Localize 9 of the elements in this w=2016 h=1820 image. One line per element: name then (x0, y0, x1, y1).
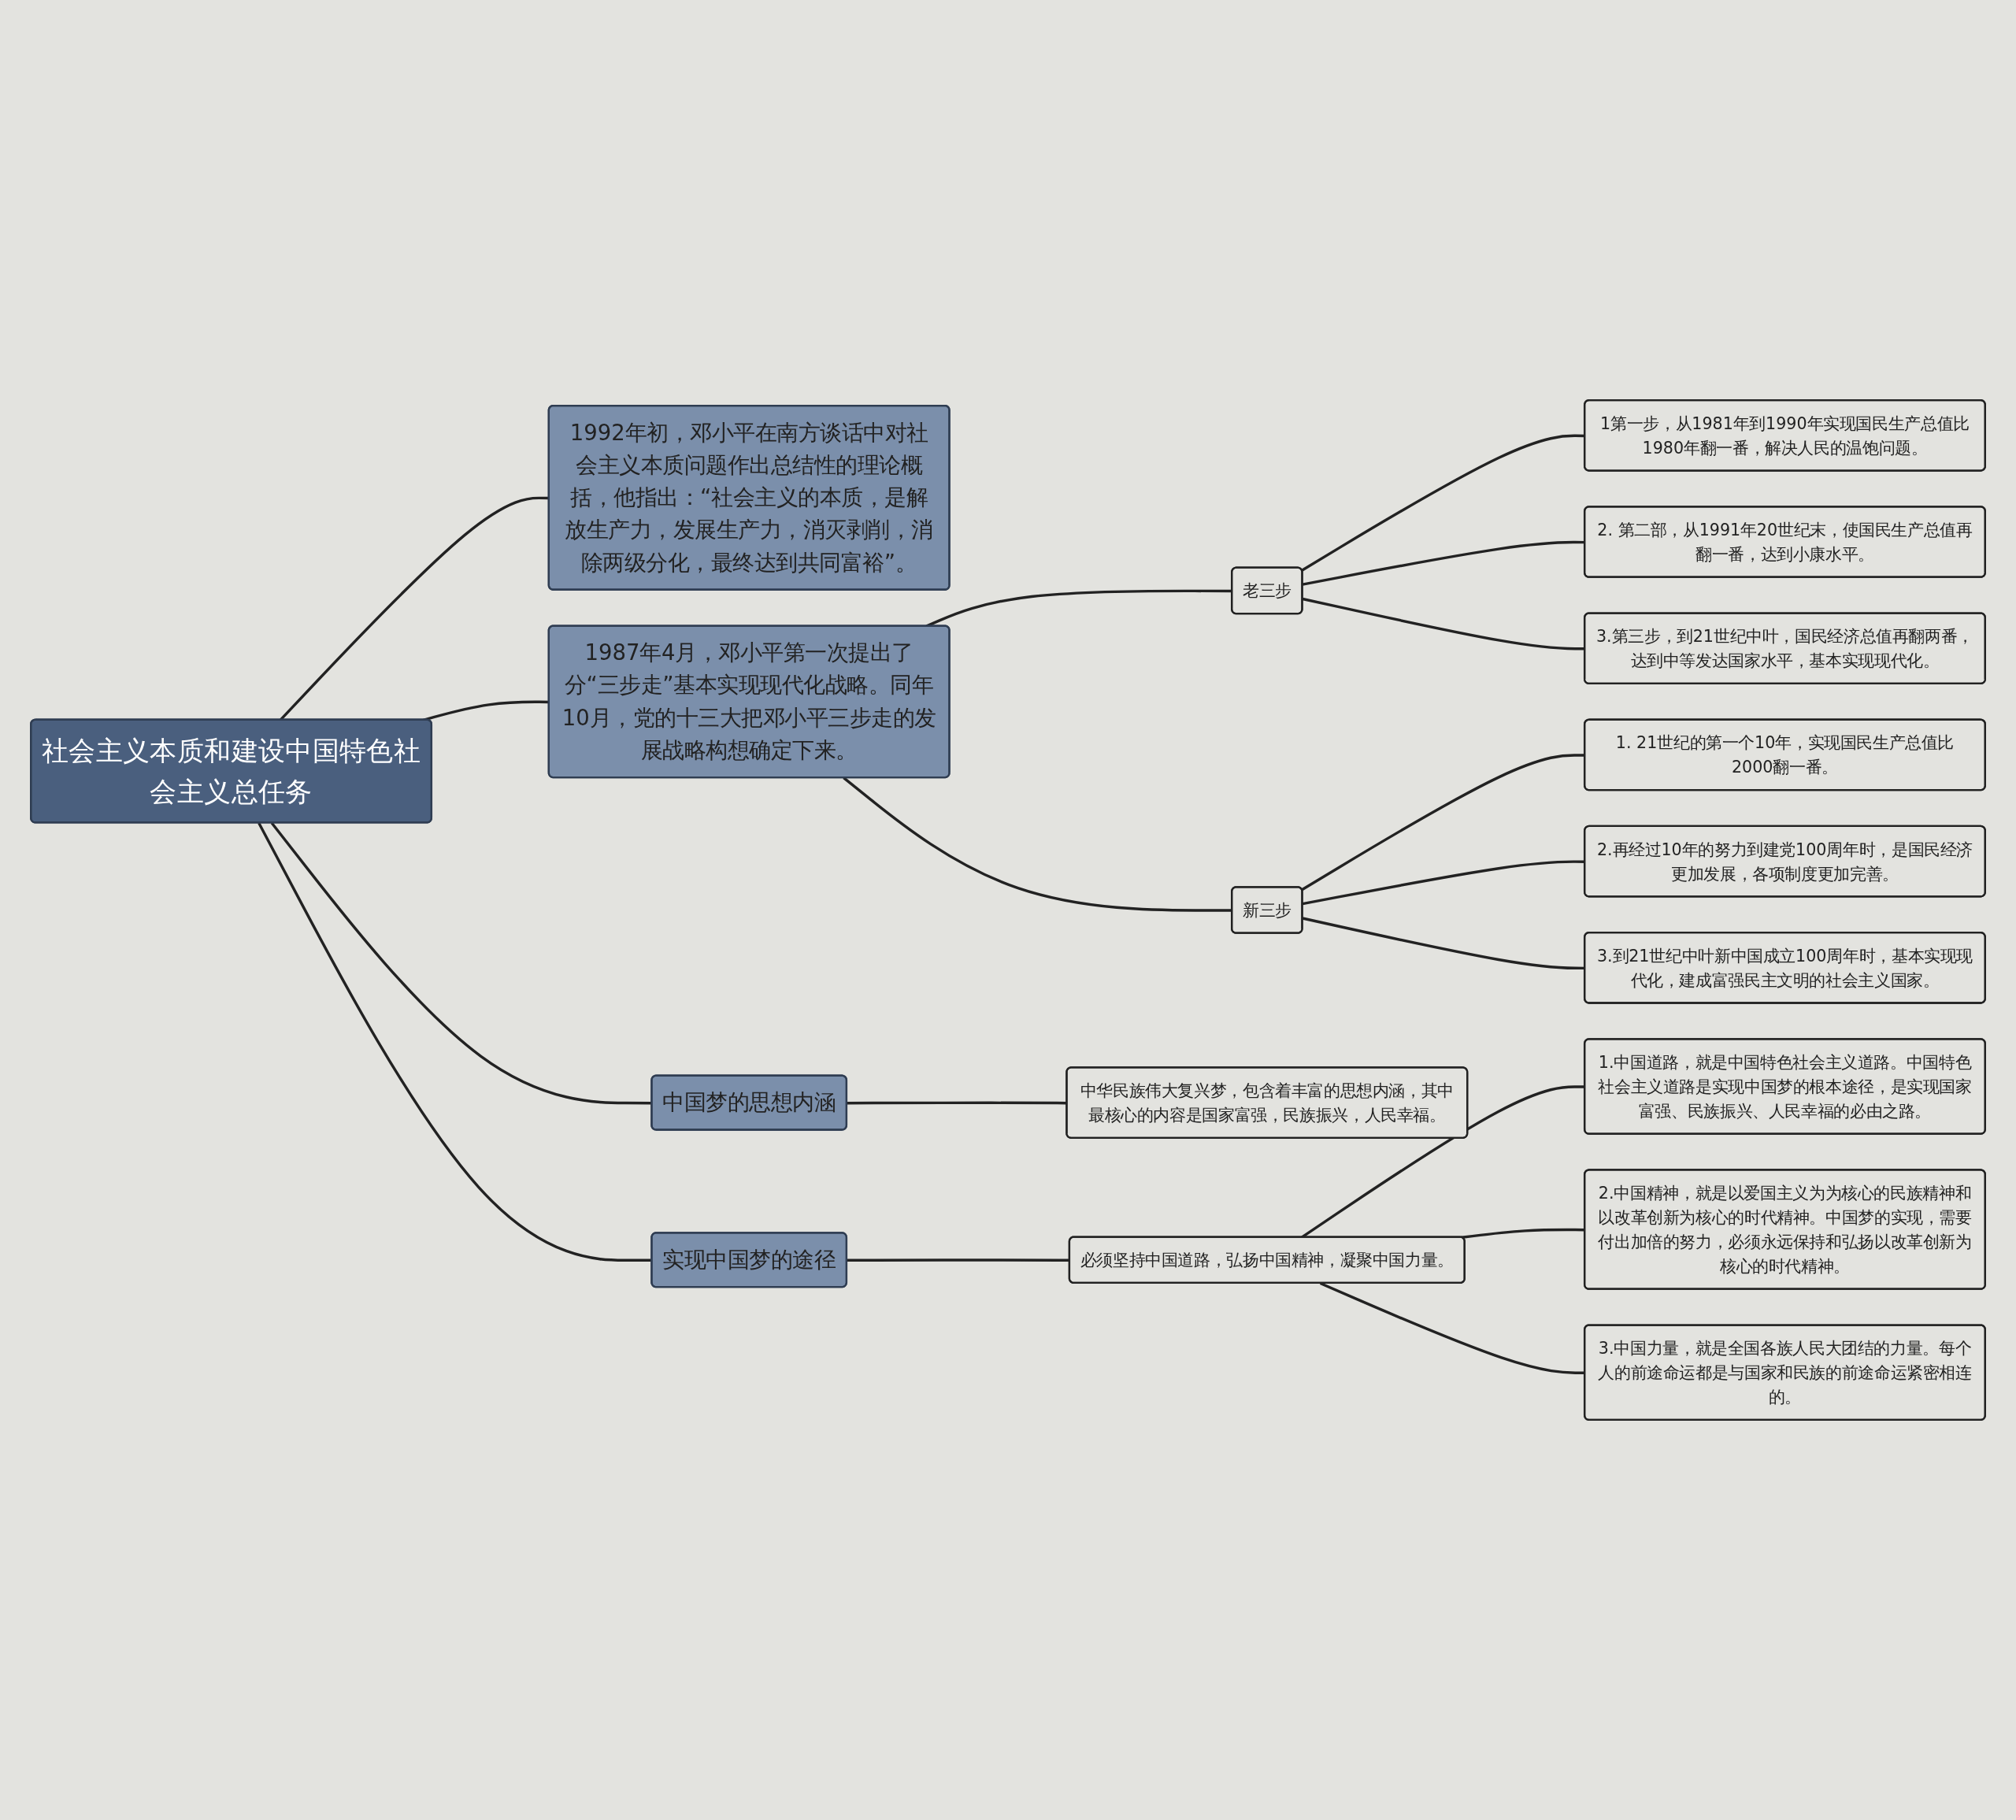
connector (1301, 1085, 1585, 1239)
connector (1302, 597, 1585, 651)
connector (1302, 860, 1585, 906)
connector (1461, 1228, 1585, 1240)
connector (1301, 754, 1585, 891)
connector (1301, 434, 1585, 572)
connector (1302, 540, 1585, 586)
connector (1302, 917, 1585, 970)
connector (258, 822, 652, 1262)
